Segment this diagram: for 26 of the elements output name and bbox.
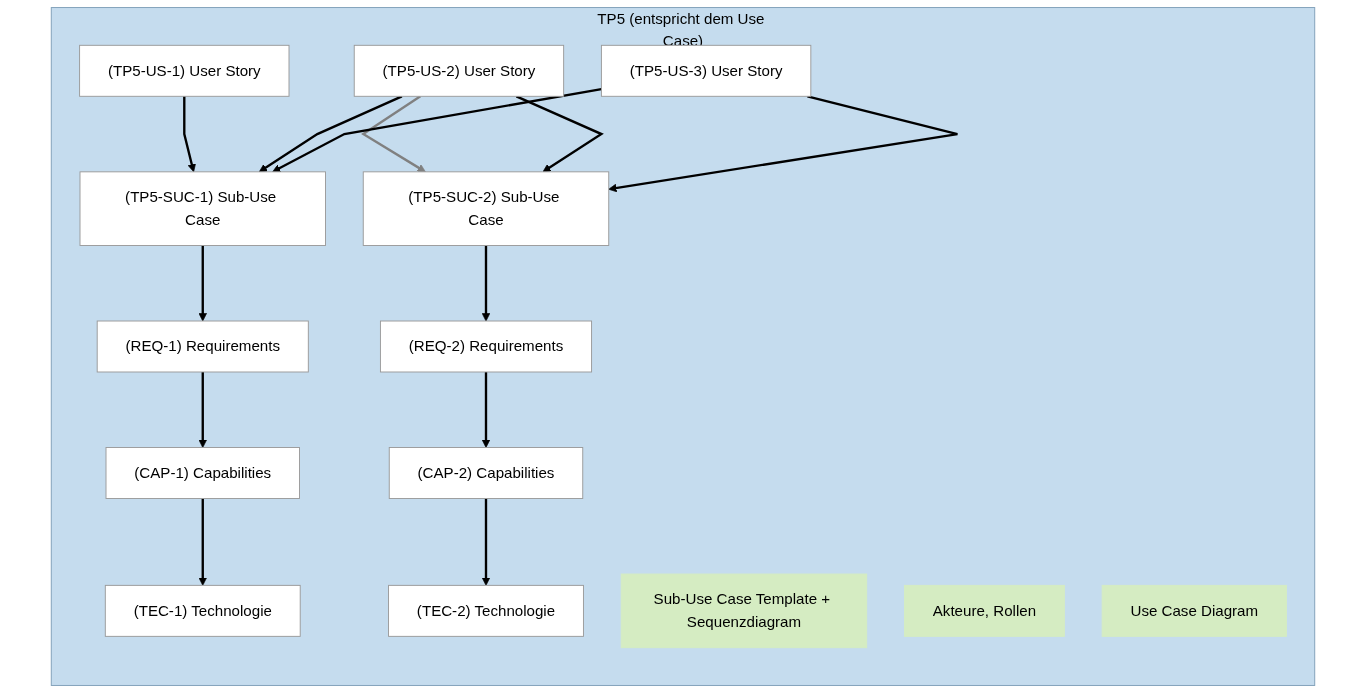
- arrow: [481, 372, 491, 448]
- node-box: (REQ-1) Requirements: [96, 320, 309, 373]
- arrow: [258, 95, 403, 173]
- arrow: [183, 96, 196, 173]
- arrow: [272, 87, 602, 173]
- node-box: (TP5-US-2) User Story: [353, 44, 565, 97]
- arrow: [361, 95, 426, 173]
- node-box: (TP5-SUC-1) Sub-Use Case: [79, 171, 326, 246]
- node-box: (CAP-1) Capabilities: [105, 447, 300, 499]
- node-box: (TP5-US-1) User Story: [79, 44, 290, 97]
- arrow: [198, 498, 207, 586]
- arrow: [198, 372, 207, 448]
- node-box: (REQ-2) Requirements: [379, 320, 593, 373]
- arrow: [515, 95, 604, 173]
- node-box: (TP5-US-3) User Story: [600, 44, 812, 97]
- node-box: Akteure, Rollen: [904, 584, 1065, 637]
- node-box: (CAP-2) Capabilities: [388, 447, 584, 499]
- node-box: (TEC-1) Technologie: [104, 584, 301, 637]
- arrow: [608, 95, 959, 193]
- arrow: [481, 245, 491, 322]
- node-box: (TP5-SUC-2) Sub-Use Case: [362, 171, 610, 246]
- node-box: (TEC-2) Technologie: [388, 584, 584, 637]
- arrow: [198, 245, 207, 322]
- node-box: Sub-Use Case Template + Sequenzdiagram: [620, 573, 868, 649]
- arrow: [481, 498, 491, 586]
- node-box: Use Case Diagram: [1101, 584, 1287, 637]
